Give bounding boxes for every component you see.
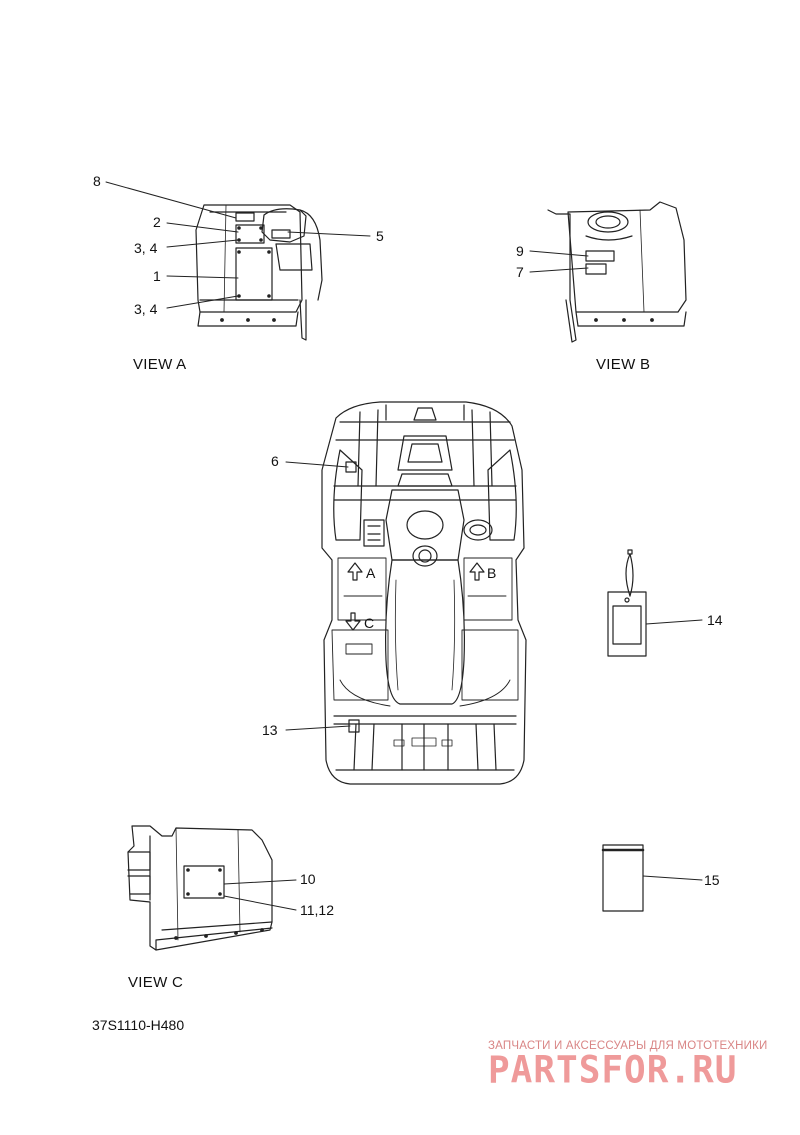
- arrow-label-a: A: [366, 565, 376, 581]
- callout-3-4-top: 3, 4: [134, 240, 158, 256]
- callout-2: 2: [153, 214, 161, 230]
- item-14-tag-illustration: [607, 549, 703, 657]
- arrow-label-b: B: [487, 565, 497, 581]
- view-a-illustration: [105, 181, 371, 341]
- label-9-view-b: [585, 250, 615, 262]
- label-1-view-a: [235, 247, 273, 301]
- label-7-view-b: [585, 263, 607, 275]
- view-c-illustration: [127, 825, 297, 951]
- atv-top-view-illustration: [285, 401, 527, 785]
- callout-15: 15: [704, 872, 720, 888]
- watermark-subtitle: ЗАПЧАСТИ И АКСЕССУАРЫ ДЛЯ МОТОТЕХНИКИ: [488, 1040, 768, 1052]
- callout-9: 9: [516, 243, 524, 259]
- callout-5: 5: [376, 228, 384, 244]
- label-10-view-c: [183, 865, 225, 899]
- callout-1: 1: [153, 268, 161, 284]
- callout-8: 8: [93, 173, 101, 189]
- label-8-view-a: [235, 212, 255, 222]
- callout-3-4-bottom: 3, 4: [134, 301, 158, 317]
- view-b-illustration: [529, 201, 687, 343]
- callout-13: 13: [262, 722, 278, 738]
- view-a-caption: VIEW A: [133, 356, 187, 373]
- callout-7: 7: [516, 264, 524, 280]
- callout-6: 6: [271, 453, 279, 469]
- view-b-arrow-icon: [469, 562, 485, 581]
- callout-14: 14: [707, 612, 723, 628]
- item-15-sheet-illustration: [601, 844, 703, 912]
- view-c-arrow-icon: [345, 612, 361, 631]
- watermark-brand: PARTSFOR.RU: [488, 1048, 738, 1093]
- label-2-view-a: [235, 224, 265, 244]
- part-code: 37S1110-H480: [92, 1017, 185, 1033]
- callout-10: 10: [300, 871, 316, 887]
- arrow-label-c: C: [364, 615, 375, 631]
- view-b-caption: VIEW B: [596, 356, 651, 373]
- view-c-caption: VIEW C: [128, 974, 184, 991]
- view-a-arrow-icon: [347, 562, 363, 581]
- callout-11-12: 11,12: [300, 902, 334, 918]
